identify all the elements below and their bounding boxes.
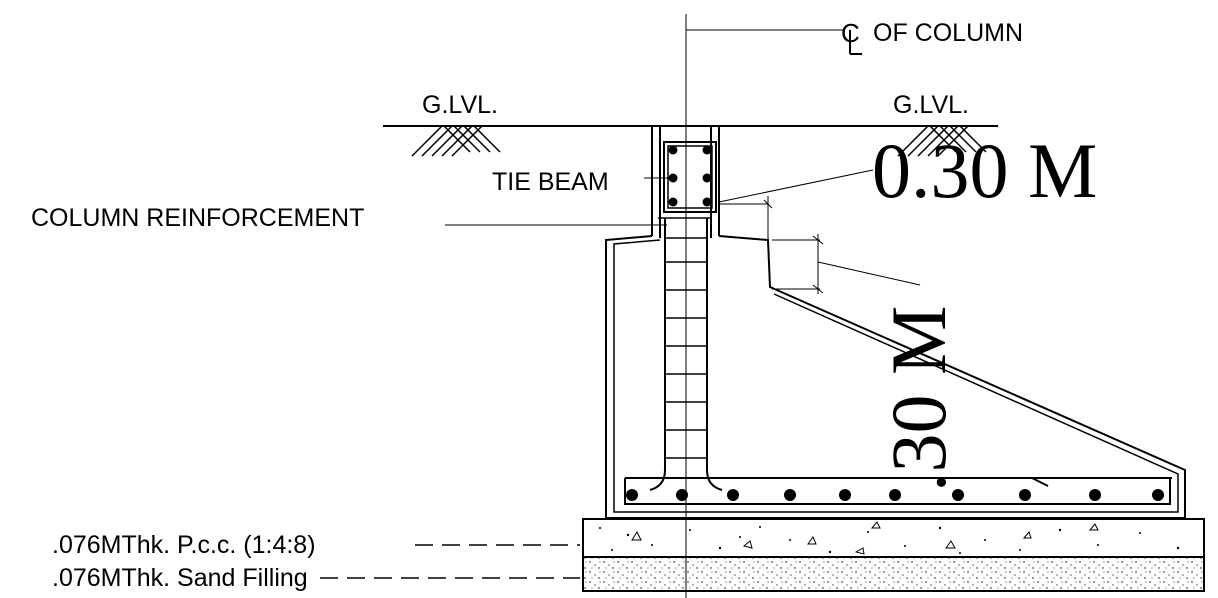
dimension-vertical xyxy=(772,234,921,294)
dimension-horizontal xyxy=(718,169,874,240)
footing-outline xyxy=(605,235,1186,519)
footing-bottom-bars xyxy=(624,477,1172,505)
ground-hatch-left xyxy=(411,125,501,157)
tie-beam-label: TIE BEAM xyxy=(492,168,609,196)
footing-rebar-dots xyxy=(626,489,1164,501)
column-reinforcement-label: COLUMN REINFORCEMENT xyxy=(31,204,364,232)
centerline-label: OF COLUMN xyxy=(873,19,1023,47)
ground-hatch-right xyxy=(897,125,987,157)
centerline-symbol: C xyxy=(841,18,862,55)
pcc-layer xyxy=(582,518,1205,558)
footing-inner-cover xyxy=(613,239,1179,513)
dimension-vertical-label: .30 M xyxy=(875,306,962,492)
pcc-layer-label: .076MThk. P.c.c. (1:4:8) xyxy=(52,531,316,559)
column-main-bars xyxy=(649,218,723,491)
column-stirrups xyxy=(658,217,712,459)
dimension-horizontal-label: 0.30 M xyxy=(872,127,1097,214)
tie-beam xyxy=(663,141,717,213)
column-outline xyxy=(651,126,720,238)
sand-layer-label: .076MThk. Sand Filling xyxy=(52,564,308,592)
sand-filling-layer xyxy=(582,556,1205,592)
ground-level-label-right: G.LVL. xyxy=(893,91,969,119)
column-center-line xyxy=(685,14,843,598)
ground-level-label-left: G.LVL. xyxy=(422,91,498,119)
